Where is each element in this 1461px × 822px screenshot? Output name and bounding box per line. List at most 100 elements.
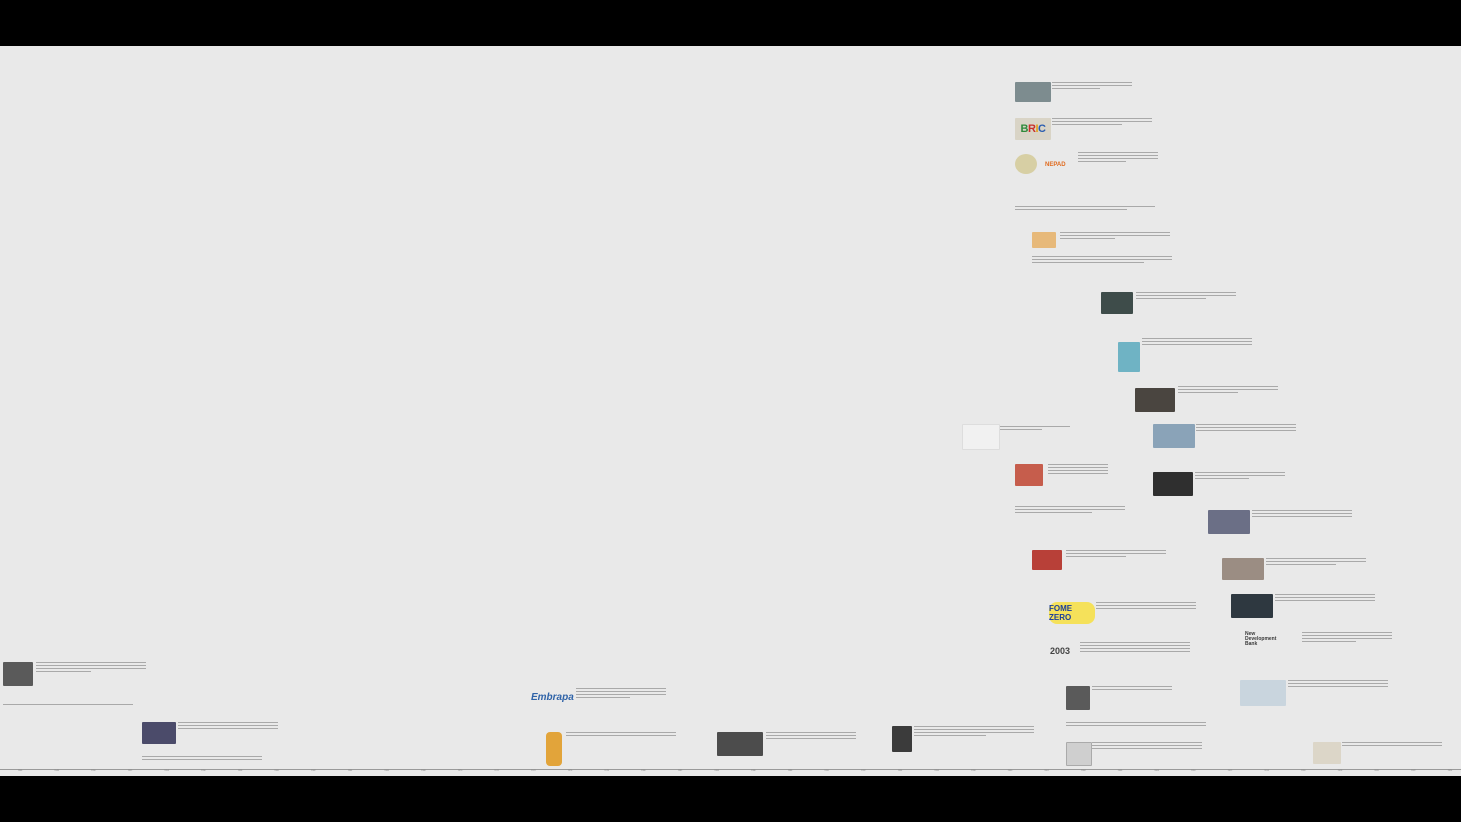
timeline-tick: 1966 [384,770,389,772]
map-thumb[interactable] [1240,680,1286,706]
timeline-tick: 1994 [897,770,903,772]
text-block [914,726,1034,738]
text-block [36,662,146,674]
text-block [1342,742,1442,748]
timeline-tick: 2022 [1411,770,1416,772]
timeline-tick: 1978 [604,770,609,772]
text-block [1060,232,1170,241]
timeline-tick: 1984 [714,770,719,772]
timeline-tick: 1972 [494,770,499,772]
timeline-tick: 1956 [201,770,206,772]
text-block [1178,386,1278,395]
text-block [1015,506,1125,515]
text-block [1000,426,1070,432]
bric-logo-text: BRIC [1021,123,1046,135]
juice-bottle[interactable] [546,732,562,766]
photo-room[interactable] [1222,558,1264,580]
fome-zero-logo[interactable]: FOME ZERO [1049,602,1095,624]
photo-dark-1[interactable] [1101,292,1133,314]
text-block [566,732,676,738]
bric-logo-image[interactable]: BRIC [1015,118,1051,140]
photo-crowd[interactable] [717,732,763,756]
text-block [1302,632,1392,644]
photo-dark-2[interactable] [1231,594,1273,618]
report-cover[interactable] [1118,342,1140,372]
timeline-tick: 1982 [677,770,683,772]
bric-letter: I [1035,123,1038,135]
timeline-tick: 2014 [1264,770,1269,772]
bric-letter: B [1020,123,1029,135]
timeline-tick: 1950 [91,770,96,772]
timeline-tick: 2008 [1154,770,1159,772]
timeline-canvas[interactable]: BRIC NEPAD FOME ZERO 2003 Embrapa New De… [0,46,1461,776]
timeline-tick: 1970 [457,770,463,772]
timeline-tick: 1954 [164,770,169,772]
timeline-tick: 1968 [421,770,426,772]
photo-aerial[interactable] [1153,424,1195,448]
ndb-logo[interactable]: New Development Bank [1245,632,1276,647]
text-block [1066,550,1166,559]
text-block [142,756,262,762]
photo-historic-2[interactable] [142,722,176,744]
text-block [1196,424,1296,433]
timeline-tick: 1976 [567,770,573,772]
text-block [1052,118,1152,127]
text-block [1015,206,1155,212]
line-chart-thumb[interactable] [962,424,1000,450]
timeline-tick: 1948 [54,770,59,772]
text-block [1080,642,1190,654]
timeline-axis [0,769,1461,770]
timeline-tick: 2002 [1044,770,1049,772]
text-block [1195,472,1285,481]
text-block [1142,338,1252,347]
timeline-tick: 1996 [934,770,939,772]
photo-leaders[interactable] [1208,510,1250,534]
newspaper-thumb[interactable] [1066,742,1092,766]
timeline-tick: 2006 [1117,770,1123,772]
timeline-tick: 2010 [1191,770,1196,772]
timeline-tick: 1980 [641,770,646,772]
text-block [766,732,856,741]
text-block [1078,152,1158,164]
timeline-tick: 2018 [1337,770,1343,772]
text-block [1266,558,1366,567]
timeline-tick: 1990 [824,770,829,772]
text-block [1275,594,1375,603]
bric-letter: R [1027,123,1036,135]
photo-meeting[interactable] [1135,388,1175,412]
portrait-photo[interactable] [892,726,912,752]
timeline-tick: 1992 [861,770,866,772]
timeline-tick: 2016 [1301,770,1306,772]
text-block [1032,256,1172,265]
embrapa-logo[interactable]: Embrapa [531,692,574,703]
photo-street[interactable] [1066,686,1090,710]
ndb-logo-line2: Development [1245,636,1277,642]
text-block [1052,82,1132,91]
document-image[interactable] [1032,232,1056,248]
text-block [1092,686,1172,692]
timeline-tick: 1998 [971,770,976,772]
timeline-tick: 1964 [347,770,353,772]
flags-image[interactable] [1015,464,1043,486]
year-2003-label: 2003 [1050,646,1071,656]
timeline-tick: 1960 [274,770,279,772]
text-block [3,704,133,707]
text-block [576,688,666,700]
timeline-tick: 2004 [1081,770,1086,772]
timeline-tick: 1962 [311,770,316,772]
au-emblem-image[interactable] [1015,154,1037,174]
timeline-tick: 2012 [1227,770,1233,772]
text-block [1092,742,1202,751]
timeline-tick: 1974 [531,770,536,772]
text-block [1066,722,1206,728]
flags-image-2[interactable] [1032,550,1062,570]
building-photo[interactable] [1015,82,1051,102]
map-thumb-2[interactable] [1313,742,1341,764]
timeline-tick: 2024 [1447,770,1453,772]
ndb-logo-line3: Bank [1245,641,1258,647]
text-block [1252,510,1352,519]
photo-conference[interactable] [1153,472,1193,496]
timeline-tick: 2020 [1374,770,1379,772]
timeline-tick: 1986 [751,770,756,772]
photo-historic-1[interactable] [3,662,33,686]
